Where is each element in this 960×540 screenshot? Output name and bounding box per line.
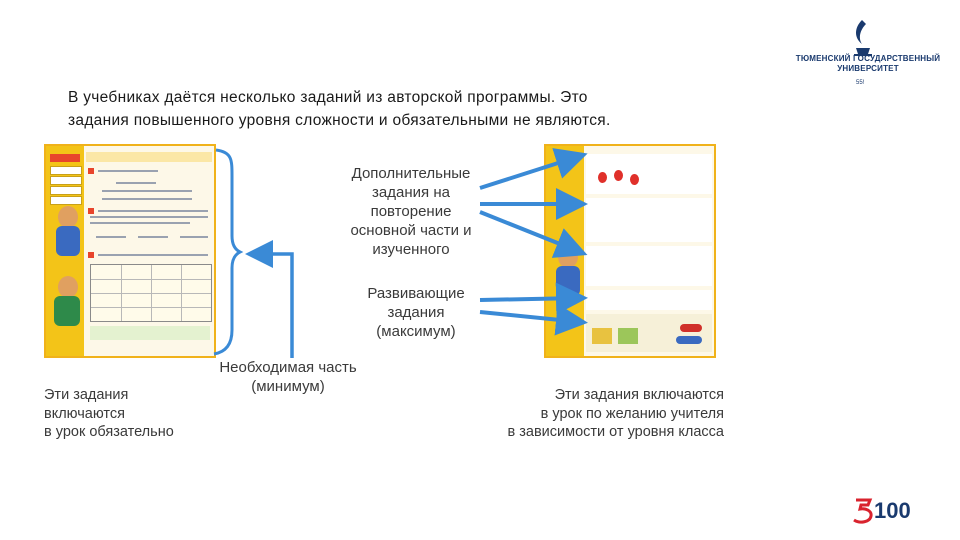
bottom-line: в зависимости от уровня класса	[474, 423, 724, 442]
text-line	[180, 236, 208, 238]
callout-developing-tasks: Развивающие задания (максимум)	[356, 284, 476, 341]
child-illustration	[58, 276, 78, 298]
car-icon	[676, 336, 702, 344]
balloon-icon	[614, 170, 623, 181]
balloon-icon	[598, 172, 607, 183]
text-line	[102, 190, 192, 192]
text-line	[98, 170, 158, 172]
university-name-line2: УНИВЕРСИТЕТ	[788, 64, 948, 74]
callout-line: Дополнительные	[336, 164, 486, 183]
callout-line: повторение	[336, 202, 486, 221]
callout-line: (максимум)	[356, 322, 476, 341]
sidebar-box	[50, 196, 82, 205]
heading-line2: задания повышенного уровня сложности и о…	[68, 109, 808, 132]
university-badge: 55!	[856, 80, 864, 86]
child-illustration	[54, 296, 80, 326]
house-icon	[618, 328, 638, 344]
brand-number: 100	[874, 498, 911, 523]
bottom-line: Эти задания включаются	[474, 386, 724, 405]
text-line	[98, 210, 208, 212]
textbook-page-left	[44, 144, 216, 358]
brand-5-100-logo-icon: 100	[852, 494, 932, 524]
bottom-line: включаются	[44, 405, 224, 424]
university-logo-icon	[848, 18, 876, 58]
callout-required-part: Необходимая часть (минимум)	[208, 358, 368, 396]
car-icon	[680, 324, 702, 332]
slide-heading: В учебниках даётся несколько заданий из …	[68, 86, 808, 132]
callout-additional-tasks: Дополнительные задания на повторение осн…	[336, 164, 486, 259]
balloon-icon	[630, 174, 639, 185]
brace-icon	[214, 150, 240, 354]
textbook-page-right	[544, 144, 716, 358]
bottom-text-left: Эти задания включаются в урок обязательн…	[44, 386, 224, 442]
task-table	[90, 264, 212, 322]
text-line	[90, 216, 208, 218]
task-number	[88, 208, 94, 214]
heading-line1: В учебниках даётся несколько заданий из …	[68, 86, 808, 109]
bottom-line: в урок обязательно	[44, 423, 224, 442]
text-line	[138, 236, 168, 238]
text-line	[98, 254, 208, 256]
arrow-icon	[252, 254, 292, 358]
bottom-text-right: Эти задания включаются в урок по желанию…	[474, 386, 724, 442]
sidebar-box	[50, 186, 82, 195]
task-note-box	[90, 326, 210, 340]
callout-line: задания на	[336, 183, 486, 202]
university-name-line1: ТЮМЕНСКИЙ ГОСУДАРСТВЕННЫЙ	[788, 54, 948, 64]
task-block	[586, 198, 712, 242]
house-icon	[592, 328, 612, 344]
bottom-line: Эти задания	[44, 386, 224, 405]
callout-line: изученного	[336, 240, 486, 259]
child-illustration	[58, 206, 78, 228]
text-line	[102, 198, 192, 200]
task-block	[586, 246, 712, 286]
callout-line: задания	[356, 303, 476, 322]
callout-line: Необходимая часть	[208, 358, 368, 377]
text-line	[90, 222, 190, 224]
child-illustration	[556, 266, 580, 296]
callout-line: основной части и	[336, 221, 486, 240]
page-header-bar	[86, 152, 212, 162]
text-line	[116, 182, 156, 184]
child-illustration	[56, 226, 80, 256]
lesson-tag	[50, 154, 80, 162]
bottom-line: в урок по желанию учителя	[474, 405, 724, 424]
university-name: ТЮМЕНСКИЙ ГОСУДАРСТВЕННЫЙ УНИВЕРСИТЕТ	[788, 54, 948, 74]
callout-line: (минимум)	[208, 377, 368, 396]
callout-line: Развивающие	[356, 284, 476, 303]
sidebar-box	[50, 176, 82, 185]
child-illustration	[558, 246, 578, 268]
text-line	[96, 236, 126, 238]
sidebar-box	[50, 166, 82, 175]
task-block	[586, 290, 712, 310]
task-number	[88, 168, 94, 174]
task-number	[88, 252, 94, 258]
